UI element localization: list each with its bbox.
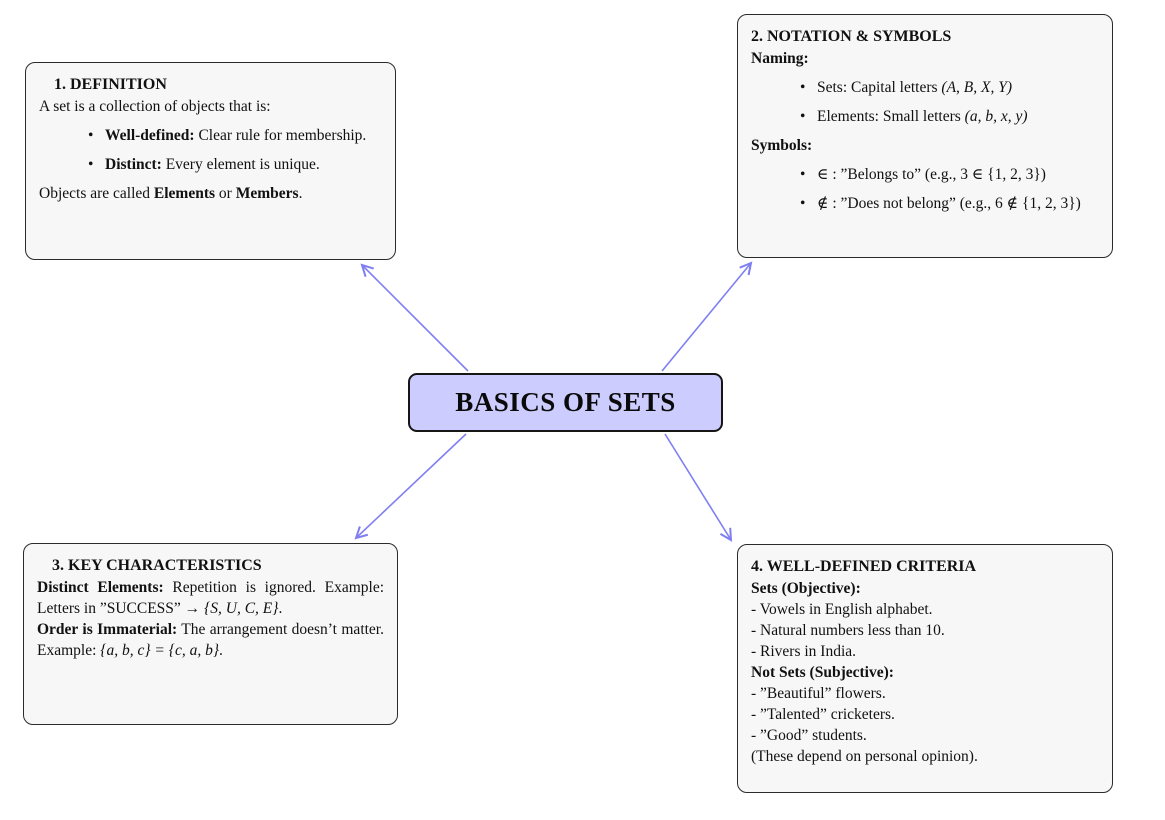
- symbols-bullet-not-belongs: ∉ : ”Does not belong” (e.g., 6 ∉ {1, 2, …: [751, 193, 1099, 214]
- criteria-item-talented: - ”Talented” cricketers.: [751, 706, 895, 724]
- criteria-title: 4. WELL-DEFINED CRITERIA: [751, 558, 977, 575]
- symbols-heading: Symbols:: [751, 136, 813, 154]
- definition-intro: A set is a collection of objects that is…: [39, 97, 271, 115]
- connector-arrow-to-characteristics: [354, 433, 467, 540]
- definition-bullet-well-defined: Well-defined: Clear rule for membership.: [39, 125, 382, 146]
- central-topic-label: BASICS OF SETS: [455, 387, 676, 417]
- bullet-term: Well-defined:: [105, 126, 195, 144]
- central-topic-node: BASICS OF SETS: [408, 373, 723, 432]
- para-text: .: [219, 641, 223, 659]
- connector-arrow-to-notation: [661, 261, 753, 372]
- characteristics-title: 3. KEY CHARACTERISTICS: [52, 557, 262, 574]
- footer-term-elements: Elements: [153, 184, 216, 202]
- bullet-math: (A, B, X, Y): [941, 78, 1013, 96]
- naming-bullet-sets: Sets: Capital letters (A, B, X, Y): [751, 77, 1099, 98]
- para-text: .: [278, 599, 283, 617]
- footer-text: or: [215, 184, 236, 202]
- bullet-desc: Every element is unique.: [165, 155, 320, 173]
- definition-box: 1. DEFINITION A set is a collection of o…: [25, 62, 396, 260]
- notation-title: 2. NOTATION & SYMBOLS: [751, 28, 952, 45]
- characteristics-para-distinct: Distinct Elements: Repetition is ignored…: [37, 577, 384, 619]
- bullet-text: Sets: Capital letters: [817, 78, 942, 96]
- bullet-desc: Clear rule for membership.: [198, 126, 367, 144]
- para-term: Order is Immaterial:: [37, 620, 178, 638]
- criteria-note: (These depend on personal opinion).: [751, 748, 978, 766]
- characteristics-box: 3. KEY CHARACTERISTICS Distinct Elements…: [23, 543, 398, 725]
- criteria-item-vowels: - Vowels in English alphabet.: [751, 600, 933, 618]
- footer-text: Objects are called: [39, 184, 154, 202]
- definition-footer: Objects are called Elements or Members.: [39, 183, 382, 204]
- connector-arrow-to-definition: [360, 263, 469, 372]
- para-math: {a, b, c} = {c, a, b}: [100, 641, 220, 659]
- bullet-math: (a, b, x, y): [964, 107, 1028, 125]
- naming-bullet-list: Sets: Capital letters (A, B, X, Y) Eleme…: [751, 77, 1099, 127]
- definition-title: 1. DEFINITION: [54, 76, 167, 93]
- criteria-item-naturals: - Natural numbers less than 10.: [751, 621, 945, 639]
- para-term: Distinct Elements:: [37, 578, 164, 596]
- bullet-text: Elements: Small letters: [817, 107, 965, 125]
- criteria-item-beautiful: - ”Beautiful” flowers.: [751, 685, 886, 703]
- symbols-bullet-list: ∈ : ”Belongs to” (e.g., 3 ∈ {1, 2, 3}) ∉…: [751, 164, 1099, 214]
- para-text: The arrangement doesn’t matter. Example:: [37, 620, 384, 659]
- symbols-bullet-belongs: ∈ : ”Belongs to” (e.g., 3 ∈ {1, 2, 3}): [751, 164, 1099, 185]
- criteria-item-good: - ”Good” students.: [751, 727, 867, 745]
- naming-heading: Naming:: [751, 49, 809, 67]
- notation-box: 2. NOTATION & SYMBOLS Naming: Sets: Capi…: [737, 14, 1113, 258]
- not-sets-heading: Not Sets (Subjective):: [751, 664, 894, 682]
- footer-text: .: [298, 184, 303, 202]
- definition-bullet-distinct: Distinct: Every element is unique.: [39, 154, 382, 175]
- criteria-item-rivers: - Rivers in India.: [751, 642, 857, 660]
- definition-bullet-list: Well-defined: Clear rule for membership.…: [39, 125, 382, 175]
- characteristics-para-order: Order is Immaterial: The arrangement doe…: [37, 619, 384, 661]
- para-math: {S, U, C, E}: [204, 599, 279, 617]
- sets-objective-heading: Sets (Objective):: [751, 579, 861, 597]
- naming-bullet-elements: Elements: Small letters (a, b, x, y): [751, 106, 1099, 127]
- bullet-term: Distinct:: [105, 155, 162, 173]
- para-text: Repetition is ignored. Example: Letters …: [37, 578, 384, 617]
- footer-term-members: Members: [235, 184, 299, 202]
- connector-arrow-to-criteria: [664, 433, 733, 542]
- criteria-box: 4. WELL-DEFINED CRITERIA Sets (Objective…: [737, 544, 1113, 793]
